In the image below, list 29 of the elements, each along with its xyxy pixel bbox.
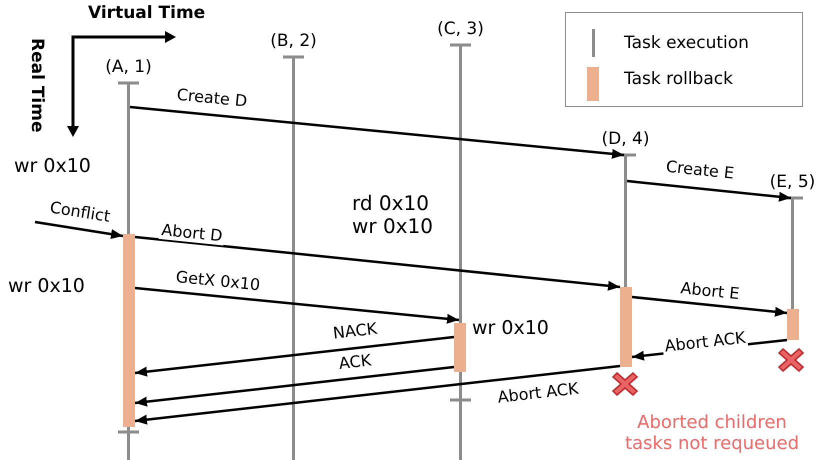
axis-label: Virtual Time bbox=[88, 4, 206, 24]
rollback-bar bbox=[123, 234, 135, 427]
rollback-bar bbox=[787, 309, 799, 340]
arrow bbox=[130, 106, 624, 159]
axis-label: Real Time bbox=[26, 38, 46, 133]
lifeline-label: (A, 1) bbox=[105, 57, 152, 77]
operation-label: wr 0x10 bbox=[8, 276, 85, 298]
legend-text: Task execution bbox=[624, 33, 749, 53]
edge-label: Abort ACK bbox=[662, 328, 748, 356]
arrow bbox=[632, 296, 788, 317]
operation-label: rd 0x10 wr 0x10 bbox=[352, 192, 434, 238]
rollback-bar bbox=[620, 287, 632, 367]
arrow bbox=[134, 336, 454, 377]
arrow bbox=[134, 366, 454, 407]
arrow bbox=[134, 286, 460, 324]
rollback-bar bbox=[454, 323, 466, 372]
lifeline-label: (C, 3) bbox=[437, 19, 484, 39]
note: Aborted children tasks not requeued bbox=[624, 413, 800, 454]
operation-label: wr 0x10 bbox=[472, 318, 549, 340]
operation-label: wr 0x10 bbox=[14, 156, 91, 178]
arrow bbox=[34, 220, 124, 240]
legend-text: Task rollback bbox=[624, 69, 733, 89]
arrow bbox=[626, 180, 792, 202]
lifeline-label: (B, 2) bbox=[270, 31, 317, 51]
arrow bbox=[134, 236, 620, 291]
lifeline-label: (D, 4) bbox=[602, 129, 650, 149]
edge-label: Abort D bbox=[158, 220, 226, 246]
lifeline-label: (E, 5) bbox=[770, 172, 816, 192]
arrow bbox=[134, 364, 620, 425]
